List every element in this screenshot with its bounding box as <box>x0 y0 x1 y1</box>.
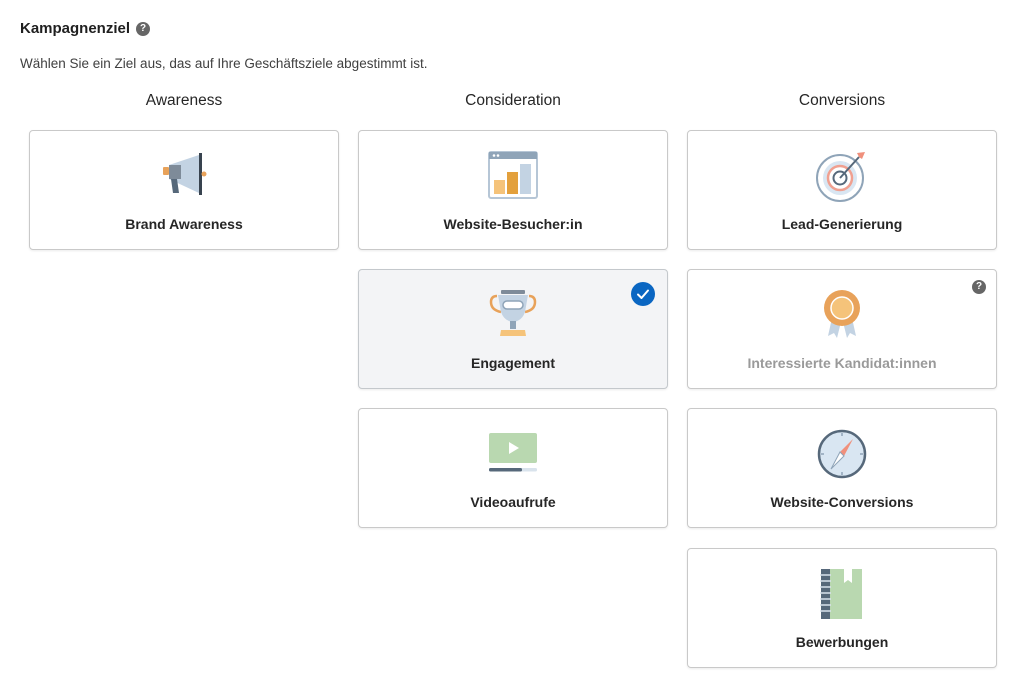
page-title-text: Kampagnenziel <box>20 20 131 37</box>
objective-card-engagement[interactable]: Engagement <box>358 269 668 389</box>
column-header-awareness: Awareness <box>145 92 223 109</box>
notebook-icon <box>815 567 869 621</box>
objective-card-website-conversions[interactable]: Website-Conversions <box>687 408 997 528</box>
objective-card-lead-generation[interactable]: Lead-Generierung <box>687 130 997 250</box>
objective-label: Engagement <box>470 355 555 371</box>
help-icon[interactable]: ? <box>136 21 151 36</box>
objective-card-video-views[interactable]: Videoaufrufe <box>358 408 668 528</box>
bar-chart-browser-icon <box>486 149 540 203</box>
compass-icon <box>815 427 869 481</box>
column-header-consideration: Consideration <box>465 92 561 109</box>
megaphone-icon <box>157 149 211 203</box>
objective-card-website-visits[interactable]: Website-Besucher:in <box>358 130 668 250</box>
target-icon <box>815 149 869 203</box>
page-title: Kampagnenziel ? <box>20 20 151 37</box>
award-ribbon-icon <box>815 288 869 342</box>
objective-card-job-applicants[interactable]: Bewerbungen <box>687 548 997 668</box>
trophy-icon <box>486 288 540 342</box>
objective-label: Interessierte Kandidat:innen <box>747 355 937 371</box>
selected-check-icon <box>631 282 655 306</box>
objective-label: Website-Besucher:in <box>443 216 583 232</box>
objective-label: Brand Awareness <box>125 216 243 232</box>
video-play-icon <box>486 427 540 481</box>
column-header-conversions: Conversions <box>798 92 886 109</box>
page-subtitle: Wählen Sie ein Ziel aus, das auf Ihre Ge… <box>20 56 428 71</box>
objective-label: Bewerbungen <box>795 634 889 650</box>
objective-card-talent-leads[interactable]: ? Interessierte Kandidat:innen <box>687 269 997 389</box>
objective-label: Website-Conversions <box>770 494 914 510</box>
help-icon[interactable]: ? <box>972 280 986 294</box>
objective-label: Lead-Generierung <box>781 216 903 232</box>
objective-card-brand-awareness[interactable]: Brand Awareness <box>29 130 339 250</box>
objective-label: Videoaufrufe <box>470 494 556 510</box>
